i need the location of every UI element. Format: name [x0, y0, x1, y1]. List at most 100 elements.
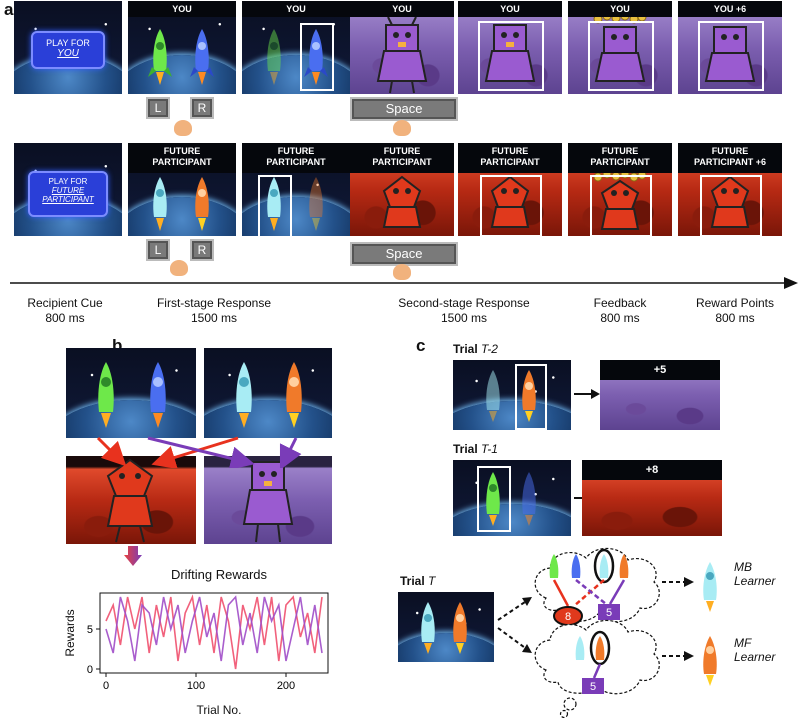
y-tick-label: 0 [87, 664, 93, 676]
stage1-state-green-blue [66, 348, 196, 438]
learner-label-line-1: MB [734, 560, 775, 574]
screen-header: YOU [128, 1, 236, 17]
trial-word: Trial [400, 574, 425, 588]
green-rocket-icon [98, 362, 113, 428]
mb-value-purple: 5 [606, 607, 612, 619]
header-line-2: PARTICIPANT [350, 157, 454, 168]
transition-arrows [60, 436, 340, 468]
selection-box [258, 175, 292, 236]
common-transition-arrow [98, 438, 120, 460]
selection-box [478, 21, 544, 91]
header-line-1: FUTURE [128, 146, 236, 157]
cyan-rocket-icon [236, 362, 251, 428]
stage-label: Reward Points [680, 296, 790, 311]
panel-label-c: c [416, 336, 425, 356]
screen-header: YOU [242, 1, 350, 17]
stage2-state-purple-planet [204, 456, 332, 544]
x-tick-label: 200 [277, 680, 295, 692]
chart-title: Drifting Rewards [171, 567, 268, 582]
header-line-2: PARTICIPANT +6 [678, 157, 782, 168]
down-arrow-icon [124, 546, 142, 566]
header-line-1: FUTURE [678, 146, 782, 157]
x-tick-label: 0 [103, 680, 109, 692]
green-rocket-icon [267, 29, 281, 85]
pointing-hand-icon [174, 120, 192, 136]
selection-box [300, 23, 334, 91]
first-stage-selected-screen-future: FUTUREPARTICIPANT [242, 143, 350, 236]
y-axis-label: Rewards [63, 609, 77, 656]
orange-rocket-icon [453, 602, 467, 654]
x-axis-label: Trial No. [197, 703, 242, 717]
second-stage-selected-screen-you: YOU [458, 1, 562, 94]
first-stage-screen-you: YOU [128, 1, 236, 94]
feedback-screen-you: YOU [568, 1, 672, 94]
stage-label: First-stage Response [134, 296, 294, 311]
trial-index: T-2 [481, 342, 498, 356]
stage-duration: 1500 ms [374, 311, 554, 326]
right-arrow-icon [574, 388, 600, 400]
header-line-2: PARTICIPANT [242, 157, 350, 168]
selection-box [700, 175, 762, 236]
trial-t1-outcome: +8 [582, 460, 722, 536]
screen-header: FUTUREPARTICIPANT [568, 143, 672, 173]
selection-box [590, 175, 652, 236]
stage-label: Feedback [570, 296, 670, 311]
blue-rocket-icon [522, 472, 536, 526]
key-right: R [190, 97, 214, 119]
cue-line-2: FUTURE [30, 186, 106, 195]
first-stage-selected-screen-you: YOU [242, 1, 350, 94]
trial-t2-label: Trial T-2 [453, 342, 498, 356]
header-line-1: FUTURE [350, 146, 454, 157]
green-rocket-icon [148, 29, 172, 85]
purple-alien-icon [204, 456, 332, 544]
cue-line-3: PARTICIPANT [30, 195, 106, 204]
selection-box [698, 21, 764, 91]
cue-line-2: YOU [33, 48, 103, 59]
stage-duration: 1500 ms [134, 311, 294, 326]
mf-learner-rocket-icon [703, 636, 717, 686]
cyan-rocket-icon [153, 177, 167, 231]
mf-value: 5 [590, 681, 596, 693]
key-space: Space [350, 242, 458, 266]
stage2-state-red-planet [66, 456, 196, 544]
rocket-pair-cyan-orange [204, 348, 332, 438]
selection-box [480, 175, 542, 236]
timeline-stage-second-stage: Second-stage Response1500 ms [374, 296, 554, 326]
mb-value-red: 8 [565, 611, 571, 623]
stage-label: Recipient Cue [10, 296, 120, 311]
trial-index: T [428, 574, 435, 588]
trial-t2-stage1 [453, 360, 571, 430]
timeline-arrow [0, 276, 800, 290]
reward-screen-you: YOU +6 [678, 1, 782, 94]
selection-box [588, 21, 654, 91]
key-left: L [146, 97, 170, 119]
cyan-rocket-icon [486, 370, 500, 422]
mb-learner-rocket-icon [703, 562, 717, 612]
drifting-rewards-chart: Drifting Rewards 010020005 Trial No. Rew… [60, 567, 330, 718]
rocket-pair-green-blue [66, 348, 196, 438]
stage1-state-cyan-orange [204, 348, 332, 438]
screen-header: YOU [568, 1, 672, 17]
trial-t2-outcome: +5 [600, 360, 720, 430]
red-alien-icon [66, 456, 196, 544]
play-for-future-participant-button: PLAY FOR FUTURE PARTICIPANT [28, 171, 108, 217]
screen-header: YOU +6 [678, 1, 782, 17]
stage-label: Second-stage Response [374, 296, 554, 311]
feedback-screen-future: FUTUREPARTICIPANT [568, 143, 672, 236]
recipient-cue-screen-future: PLAY FOR FUTURE PARTICIPANT [14, 143, 122, 236]
header-line-2: PARTICIPANT [128, 157, 236, 168]
orange-rocket-icon [286, 362, 301, 428]
reward-screen-future: FUTUREPARTICIPANT +6 [678, 143, 782, 236]
cyan-rocket-icon [421, 602, 435, 654]
cue-line-1: PLAY FOR [33, 38, 103, 48]
stage-duration: 800 ms [680, 311, 790, 326]
stage-duration: 800 ms [570, 311, 670, 326]
trial-t-label: Trial T [400, 574, 435, 588]
header-line-1: FUTURE [568, 146, 672, 157]
mf-learner-label: MFLearner [734, 636, 775, 664]
